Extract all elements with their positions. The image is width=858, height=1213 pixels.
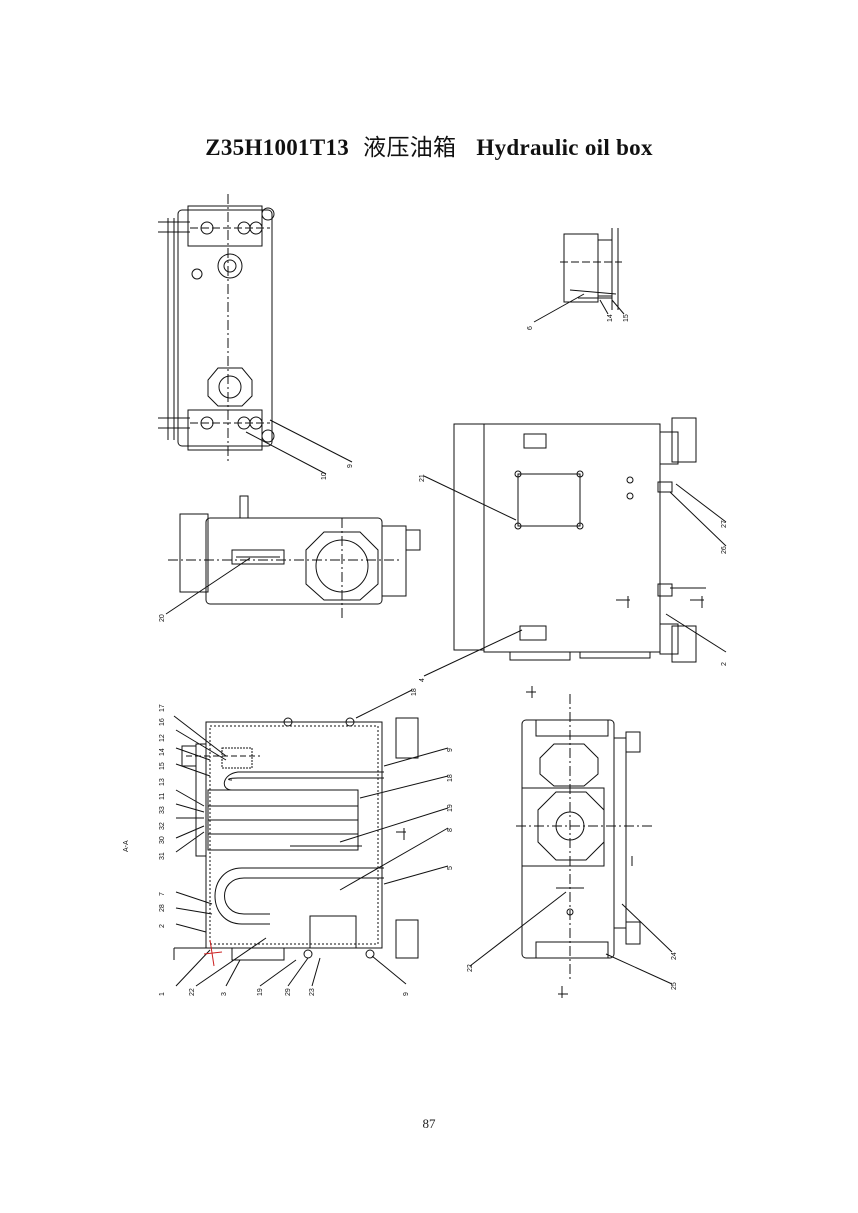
callout-label: 31 [159,852,166,860]
page-number: 87 [422,1116,436,1131]
callout-label: 25 [671,982,678,990]
callout-label: 17 [159,704,166,712]
section-view [173,689,449,987]
top-view [158,194,353,475]
callout-label: 6 [527,326,534,330]
callout-label: 13 [159,778,166,786]
section-label: A-A [123,840,130,852]
callout-label: 32 [159,822,166,830]
callout-label: 30 [159,836,166,844]
callout-label: 2 [721,662,728,666]
callout-label: 16 [159,718,166,726]
callout-label: 1 [159,992,166,996]
small-view [533,228,625,323]
callout-label: 21 [419,474,426,482]
callout-label: 29 [285,988,292,996]
callout-label: 12 [159,734,166,742]
callout-label: 15 [159,762,166,770]
side-view [165,495,421,620]
callout-label: 18 [411,688,418,696]
page-title: Z35H1001T13 液压油箱 Hydraulic oil box [0,128,858,162]
callout-label: 4 [419,678,426,682]
callout-label: 26 [721,546,728,554]
title-chinese: 液压油箱 [363,135,457,160]
callout-label: 19 [257,988,264,996]
callout-label: 22 [189,988,196,996]
callout-label: 8 [447,828,454,832]
callout-label: 9 [347,464,354,468]
callout-label: 23 [309,988,316,996]
title-english: Hydraulic oil box [476,135,653,160]
callout-label: 27 [721,520,728,528]
callout-label: 33 [159,806,166,814]
callout-label: 20 [159,614,166,622]
callout-label: 14 [607,314,614,322]
callout-label: 9 [447,748,454,752]
callout-label: 22 [467,964,474,972]
end-view [469,686,673,998]
front-view [423,417,727,677]
callout-label: 18 [447,774,454,782]
callout-label: 24 [671,952,678,960]
callout-label: 15 [623,314,630,322]
callout-labels: 9 10 6 14 15 20 21 4 27 26 2 A-A 17 16 1… [123,314,728,996]
title-code: Z35H1001T13 [205,135,350,160]
callout-label: 14 [159,748,166,756]
callout-label: 10 [321,472,328,480]
callout-label: 19 [447,804,454,812]
callout-label: 7 [159,892,166,896]
callout-label: 3 [221,992,228,996]
callout-label: 28 [159,904,166,912]
callout-label: 5 [447,866,454,870]
callout-label: 11 [159,793,166,800]
callout-label: 9 [403,992,410,996]
callout-label: 2 [159,924,166,928]
